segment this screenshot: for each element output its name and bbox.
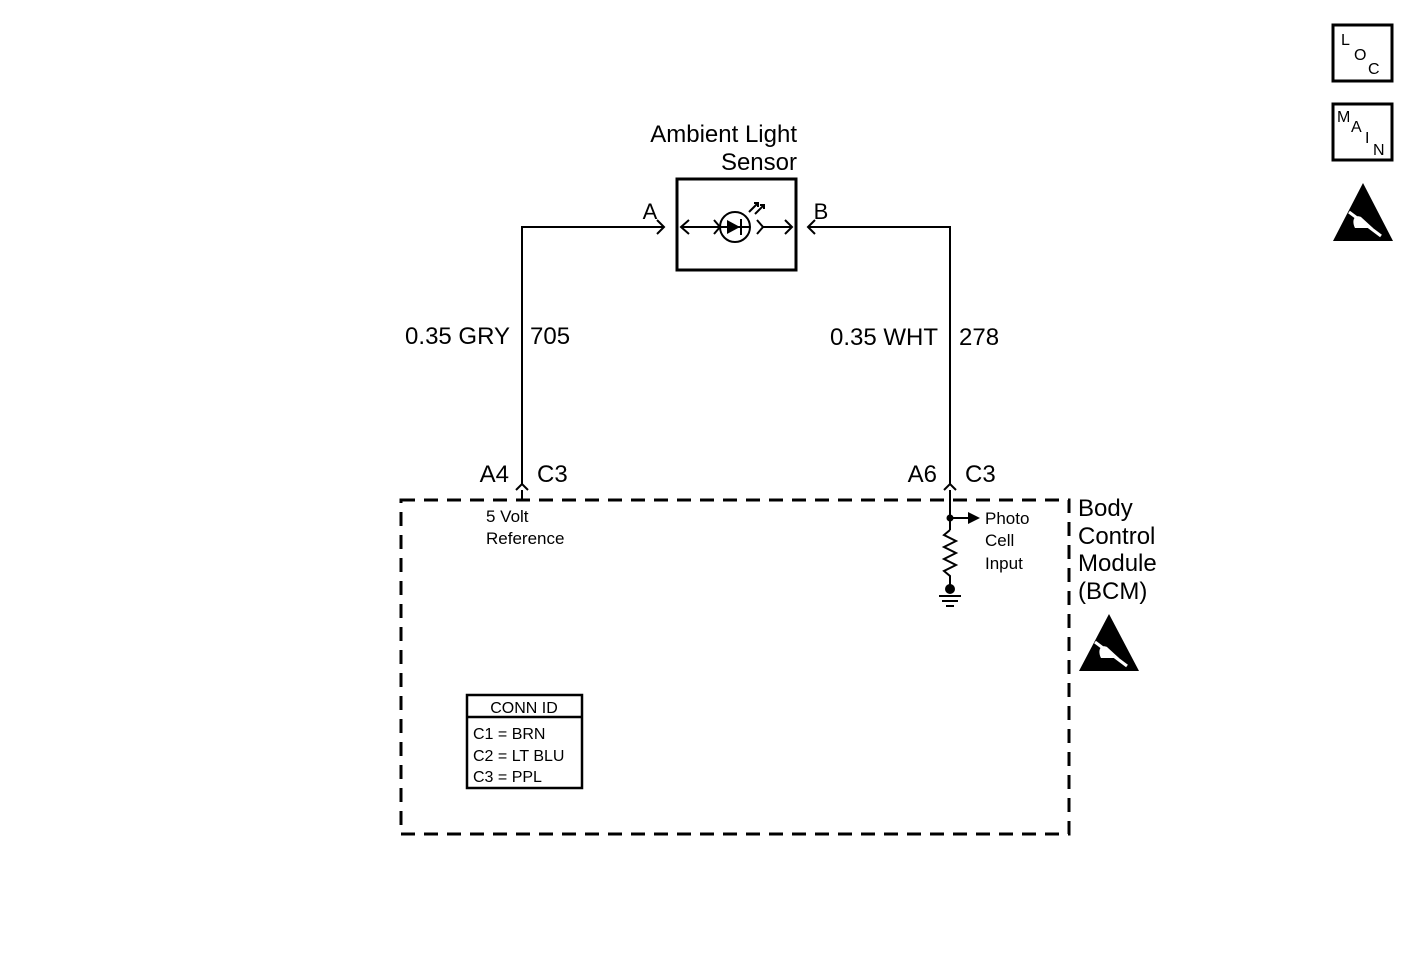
- right-circuit-line1: Photo: [985, 509, 1029, 528]
- conn-id-table: CONN ID C1 = BRN C2 = LT BLU C3 = PPL: [465, 693, 584, 790]
- wire-left-circuit: 705: [530, 323, 570, 350]
- main-icon[interactable]: M A I N: [1331, 102, 1394, 162]
- conn-id-header: CONN ID: [490, 700, 558, 717]
- svg-text:C: C: [1368, 61, 1380, 78]
- resistor-icon: [941, 529, 959, 586]
- left-circuit-line1: 5 Volt: [486, 507, 529, 526]
- sensor-box: [675, 177, 798, 272]
- svg-text:I: I: [1365, 130, 1369, 147]
- wire-left-connector: C3: [537, 461, 568, 488]
- ambient-light-sensor: Ambient Light Sensor A B: [643, 121, 829, 272]
- svg-text:A: A: [1351, 119, 1362, 136]
- wire-right-connector: C3: [965, 461, 996, 488]
- loc-icon[interactable]: L O C: [1331, 23, 1394, 83]
- wire-left: 0.35 GRY 705 A4 C3: [405, 226, 664, 500]
- svg-text:N: N: [1373, 142, 1385, 159]
- bcm-name-line3: Module: [1078, 550, 1157, 577]
- right-circuit-line2: Cell: [985, 531, 1014, 550]
- body-control-module: Body Control Module (BCM) 5 Volt Referen…: [399, 490, 1157, 836]
- svg-text:L: L: [1341, 32, 1350, 49]
- conn-id-row-1: C1 = BRN: [473, 726, 545, 743]
- wire-right-circuit: 278: [959, 324, 999, 351]
- svg-text:O: O: [1354, 47, 1366, 64]
- left-circuit-line2: Reference: [486, 529, 564, 548]
- conn-id-row-3: C3 = PPL: [473, 769, 542, 786]
- bcm-boundary: [399, 498, 1071, 836]
- bcm-name-line2: Control: [1078, 523, 1155, 550]
- wire-right-gauge-color: 0.35 WHT: [830, 324, 938, 351]
- sensor-title-line2: Sensor: [721, 149, 797, 176]
- photo-cell-input-circuit: [939, 490, 980, 607]
- right-circuit-line3: Input: [985, 554, 1023, 573]
- svg-text:M: M: [1337, 109, 1350, 126]
- bcm-name-line1: Body: [1078, 495, 1133, 522]
- bcm-name-line4: (BCM): [1078, 578, 1147, 605]
- sensor-title-line1: Ambient Light: [650, 121, 797, 148]
- sensor-pin-a: A: [643, 199, 658, 224]
- sensor-pin-b: B: [814, 199, 829, 224]
- wire-left-pin: A4: [480, 461, 509, 488]
- wire-right-pin: A6: [908, 461, 937, 488]
- wire-left-gauge-color: 0.35 GRY: [405, 323, 510, 350]
- esd-icon: [1333, 183, 1393, 241]
- wire-right: 0.35 WHT 278 A6 C3: [808, 226, 999, 491]
- photodiode-icon: [679, 202, 794, 243]
- esd-icon: [1079, 614, 1139, 671]
- conn-id-row-2: C2 = LT BLU: [473, 748, 564, 765]
